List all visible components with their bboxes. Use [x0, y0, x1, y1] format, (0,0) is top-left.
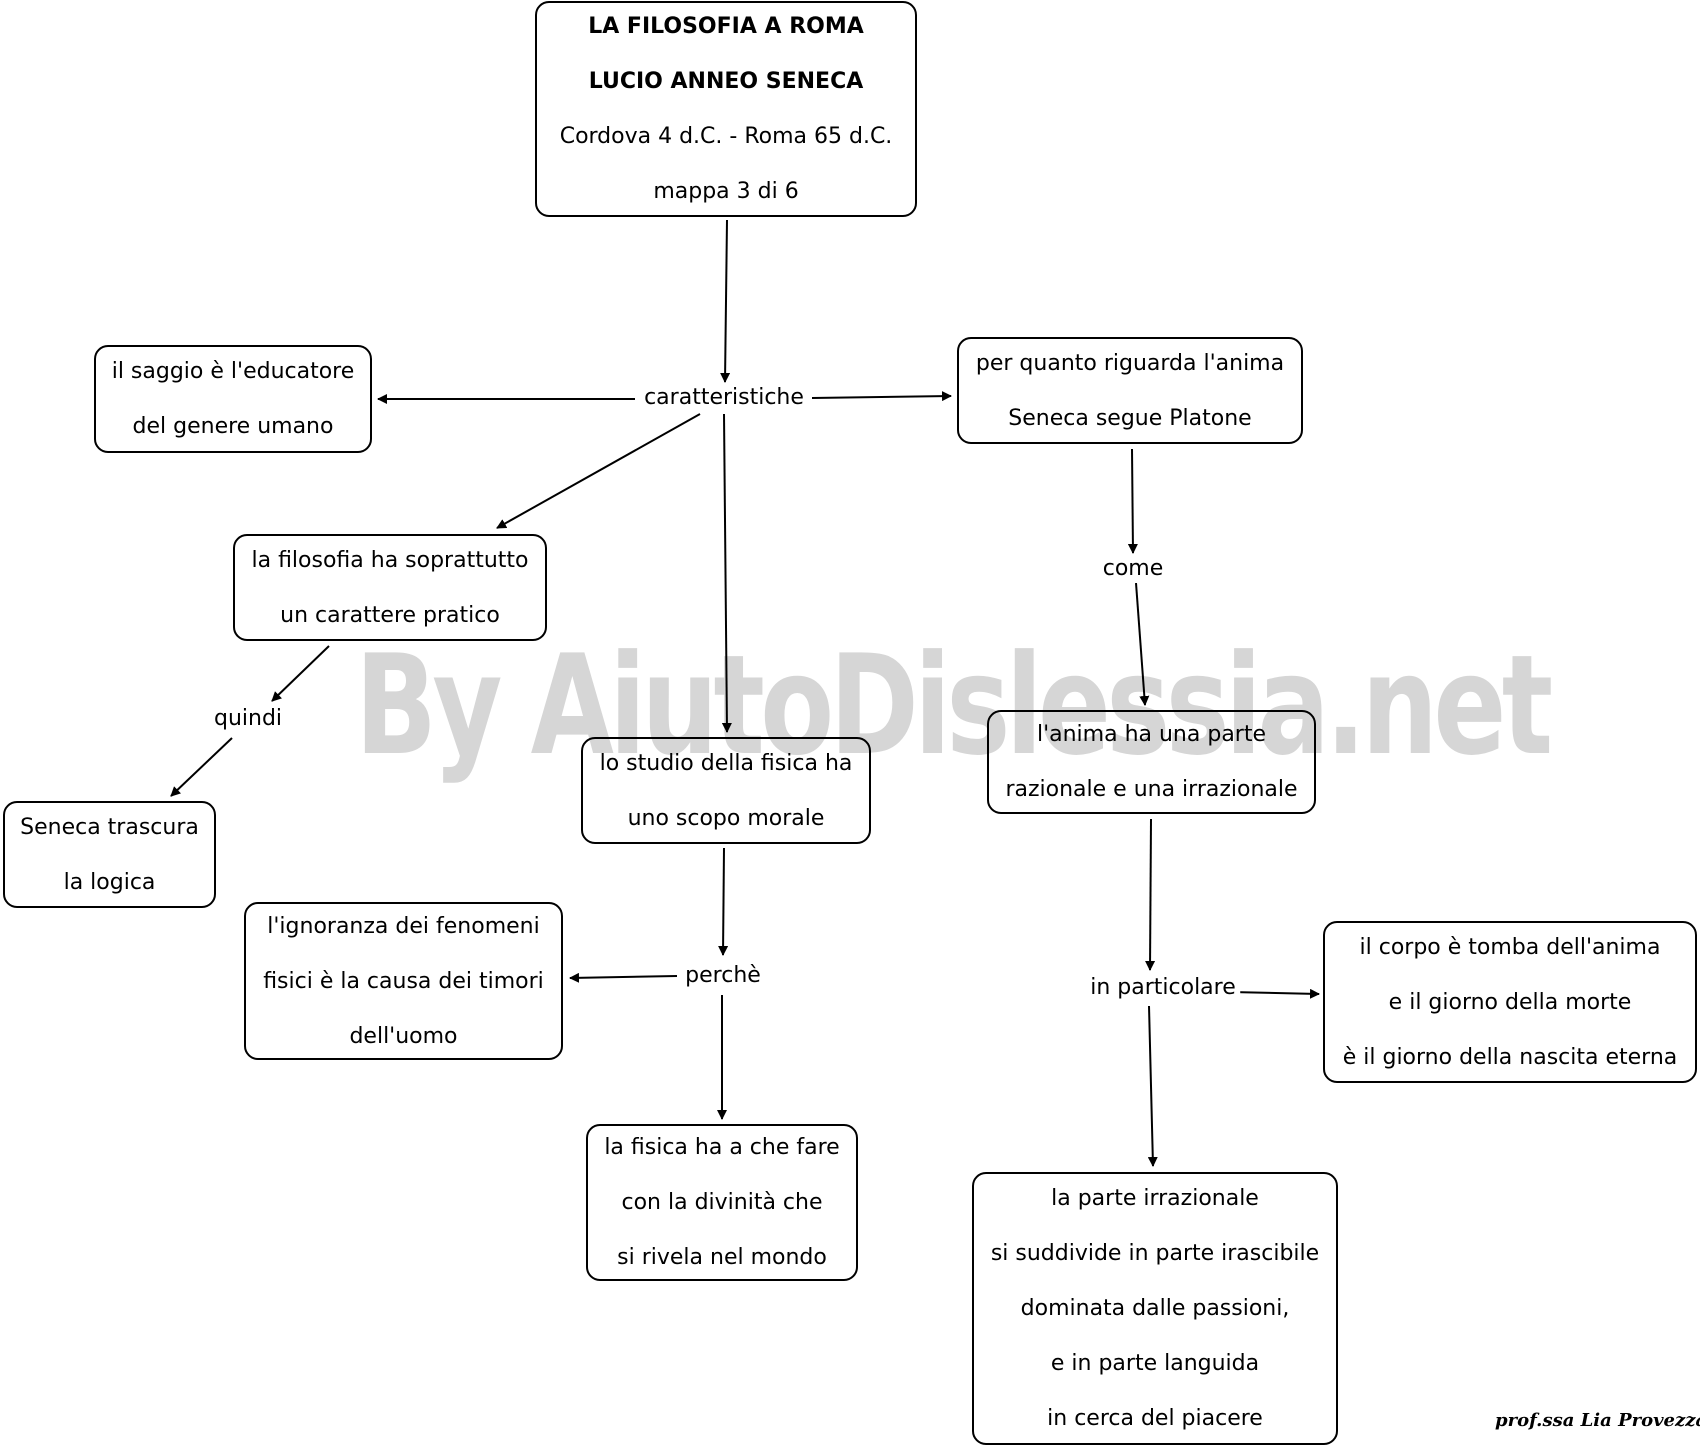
node-saggio-line-2: del genere umano [132, 414, 334, 439]
node-anima-platone-line-2: Seneca segue Platone [1008, 405, 1252, 431]
node-fisica-divinita-line-2: con la divinità che [621, 1190, 823, 1215]
link-label-perche: perchè [681, 962, 765, 990]
node-seneca-logica: Seneca trascura la logica [3, 801, 216, 908]
node-anima-platone-line-1: per quanto riguarda l'anima [975, 350, 1285, 376]
node-parte-irrazionale-line-5: in cerca del piacere [1047, 1406, 1263, 1431]
node-fisica-divinita: la fisica ha a che fare con la divinità … [586, 1124, 858, 1281]
node-studio-fisica-line-1: lo studio della fisica ha [599, 750, 853, 776]
connector-anima-come [1127, 448, 1138, 554]
arrow-to-seneca-logica [170, 737, 233, 797]
node-seneca-logica-line-1: Seneca trascura [20, 814, 199, 840]
arrow-to-anima-parti [1135, 582, 1150, 706]
node-corpo-tomba: il corpo è tomba dell'anima e il giorno … [1323, 921, 1697, 1083]
arrow-to-filosofia-pratica [496, 413, 701, 529]
node-saggio-line-1: il saggio è l'educatore [111, 359, 355, 384]
link-label-come: come [1098, 555, 1168, 583]
title-line-1: LA FILOSOFIA A ROMA [588, 14, 864, 39]
node-parte-irrazionale: la parte irrazionale si suddivide in par… [972, 1172, 1338, 1445]
node-filosofia-pratica-line-1: la filosofia ha soprattutto [251, 547, 529, 573]
connector-title-caratteristiche [720, 219, 731, 383]
title-line-4: mappa 3 di 6 [653, 179, 799, 204]
arrow-to-ignoranza [569, 972, 678, 983]
node-parte-irrazionale-line-2: si suddivide in parte irascibile [990, 1241, 1320, 1266]
node-parte-irrazionale-line-3: dominata dalle passioni, [1020, 1296, 1290, 1321]
author-signature: prof.ssa Lia Provezza [1495, 1410, 1700, 1431]
node-ignoranza-line-2: fisici è la causa dei timori [263, 968, 544, 994]
connector-studio-perche [718, 847, 729, 956]
node-ignoranza-line-3: dell'uomo [349, 1023, 458, 1049]
node-seneca-logica-line-2: la logica [63, 869, 156, 895]
link-label-quindi: quindi [209, 705, 287, 733]
node-parte-irrazionale-line-4: e in parte languida [1050, 1351, 1260, 1376]
node-filosofia-pratica-line-2: un carattere pratico [280, 602, 500, 628]
title-line-2: LUCIO ANNEO SENECA [588, 69, 864, 94]
link-label-caratteristiche: caratteristiche [640, 384, 808, 412]
node-title: LA FILOSOFIA A ROMA LUCIO ANNEO SENECA C… [535, 1, 917, 217]
connector-anima-particolare [1145, 818, 1156, 971]
node-anima-platone: per quanto riguarda l'anima Seneca segue… [957, 337, 1303, 444]
connector-filosofia-quindi [271, 645, 330, 702]
node-fisica-divinita-line-1: la fisica ha a che fare [604, 1135, 840, 1160]
arrow-to-corpo-tomba [1229, 988, 1320, 999]
node-studio-fisica-line-2: uno scopo morale [627, 805, 825, 831]
node-corpo-tomba-line-1: il corpo è tomba dell'anima [1359, 934, 1661, 960]
arrow-to-studio-fisica [721, 413, 732, 733]
node-fisica-divinita-line-3: si rivela nel mondo [617, 1245, 827, 1270]
title-line-3: Cordova 4 d.C. - Roma 65 d.C. [559, 124, 893, 149]
node-saggio: il saggio è l'educatore del genere umano [94, 345, 372, 453]
node-studio-fisica: lo studio della fisica ha uno scopo mora… [581, 737, 871, 844]
arrow-to-parte-irrazionale [1147, 1005, 1158, 1167]
node-filosofia-pratica: la filosofia ha soprattutto un carattere… [233, 534, 547, 641]
node-ignoranza-line-1: l'ignoranza dei fenomeni [267, 913, 540, 939]
node-ignoranza: l'ignoranza dei fenomeni fisici è la cau… [244, 902, 563, 1060]
node-corpo-tomba-line-3: è il giorno della nascita eterna [1342, 1044, 1678, 1070]
node-corpo-tomba-line-2: e il giorno della morte [1388, 989, 1632, 1015]
node-anima-parti: l'anima ha una parte razionale e una irr… [987, 710, 1316, 814]
node-anima-parti-line-1: l'anima ha una parte [1036, 722, 1267, 747]
link-label-in-particolare: in particolare [1086, 974, 1240, 1002]
node-anima-parti-line-2: razionale e una irrazionale [1005, 777, 1298, 802]
arrow-to-anima-platone [811, 391, 952, 402]
node-parte-irrazionale-line-1: la parte irrazionale [1051, 1186, 1259, 1211]
